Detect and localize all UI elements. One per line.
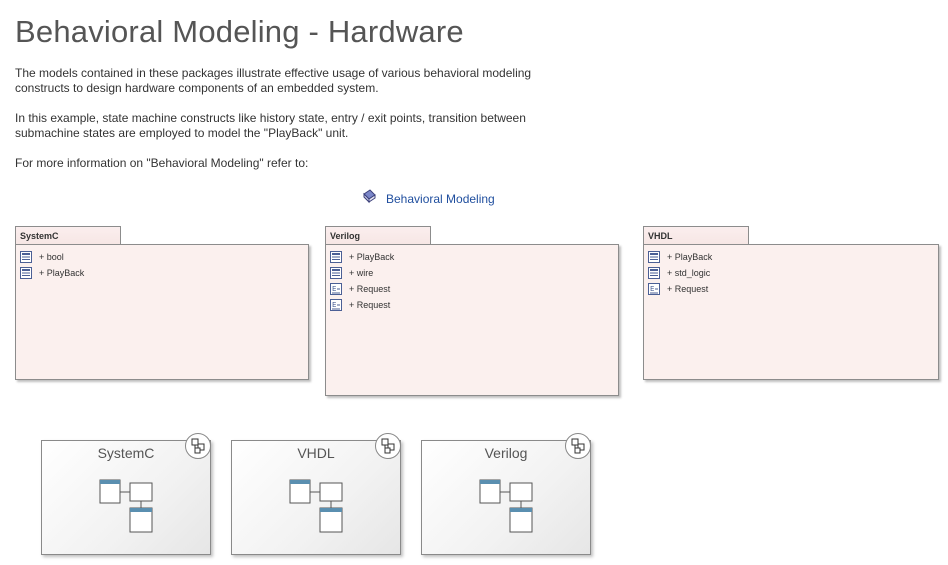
package-element-label: + Request: [349, 284, 391, 294]
class-icon: [330, 251, 342, 263]
diagram-name: VHDL: [297, 445, 335, 461]
class-icon: [20, 267, 32, 279]
package-element[interactable]: E + Request: [330, 299, 390, 311]
class-diagram-icon: [479, 479, 533, 533]
diagram-vhdl[interactable]: VHDL: [231, 433, 401, 555]
package-element-label: + PlayBack: [39, 268, 85, 278]
class-icon: [330, 267, 342, 279]
reference-paragraph: For more information on "Behavioral Mode…: [15, 156, 309, 170]
package-body: + bool + PlayBack: [15, 244, 309, 380]
package-tab: VHDL: [643, 226, 749, 245]
diagram-link-icon: [571, 438, 585, 454]
enumeration-icon: E: [330, 283, 342, 295]
package-element-label: + PlayBack: [667, 252, 713, 262]
diagram-link-icon: [381, 438, 395, 454]
svg-text:E: E: [332, 301, 336, 309]
package-body: + PlayBack + wire E + Request E + Reques…: [325, 244, 619, 396]
package-element-label: + PlayBack: [349, 252, 395, 262]
diagram-systemc[interactable]: SystemC: [41, 433, 211, 555]
diagram-link-icon: [191, 438, 205, 454]
package-element-label: + std_logic: [667, 268, 711, 278]
package-element[interactable]: E + Request: [648, 283, 708, 295]
behavioral-modeling-link[interactable]: Behavioral Modeling: [361, 188, 495, 206]
class-icon: [648, 251, 660, 263]
diagram-badge: [185, 433, 211, 459]
book-link-icon: [363, 189, 376, 204]
class-diagram-icon: [99, 479, 153, 533]
package-element-label: + Request: [667, 284, 709, 294]
intro-paragraph: The models contained in these packages i…: [15, 66, 532, 95]
package-element[interactable]: + wire: [330, 267, 373, 279]
package-element[interactable]: + std_logic: [648, 267, 710, 279]
class-diagram-icon: [289, 479, 343, 533]
package-body: + PlayBack + std_logic E + Request: [643, 244, 939, 380]
package-element[interactable]: E + Request: [330, 283, 390, 295]
package-element-label: + Request: [349, 300, 391, 310]
enumeration-icon: E: [330, 299, 342, 311]
example-paragraph: In this example, state machine construct…: [15, 111, 526, 140]
enumeration-icon: E: [648, 283, 660, 295]
diagram-verilog[interactable]: Verilog: [421, 433, 591, 555]
package-element[interactable]: + PlayBack: [330, 251, 394, 263]
svg-text:E: E: [332, 285, 336, 293]
class-icon: [20, 251, 32, 263]
diagram-name: Verilog: [484, 445, 528, 461]
diagram-name: SystemC: [97, 445, 155, 461]
class-icon: [648, 267, 660, 279]
package-element[interactable]: + PlayBack: [20, 267, 84, 279]
svg-text:E: E: [650, 285, 654, 293]
package-element-label: + bool: [39, 252, 64, 262]
page-title: Behavioral Modeling - Hardware: [15, 14, 464, 49]
diagram-badge: [375, 433, 401, 459]
package-tab: Verilog: [325, 226, 431, 245]
diagram-badge: [565, 433, 591, 459]
package-element[interactable]: + bool: [20, 251, 64, 263]
package-element-label: + wire: [349, 268, 374, 278]
package-element[interactable]: + PlayBack: [648, 251, 712, 263]
behavioral-modeling-link-label: Behavioral Modeling: [386, 192, 495, 206]
package-tab: SystemC: [15, 226, 121, 245]
